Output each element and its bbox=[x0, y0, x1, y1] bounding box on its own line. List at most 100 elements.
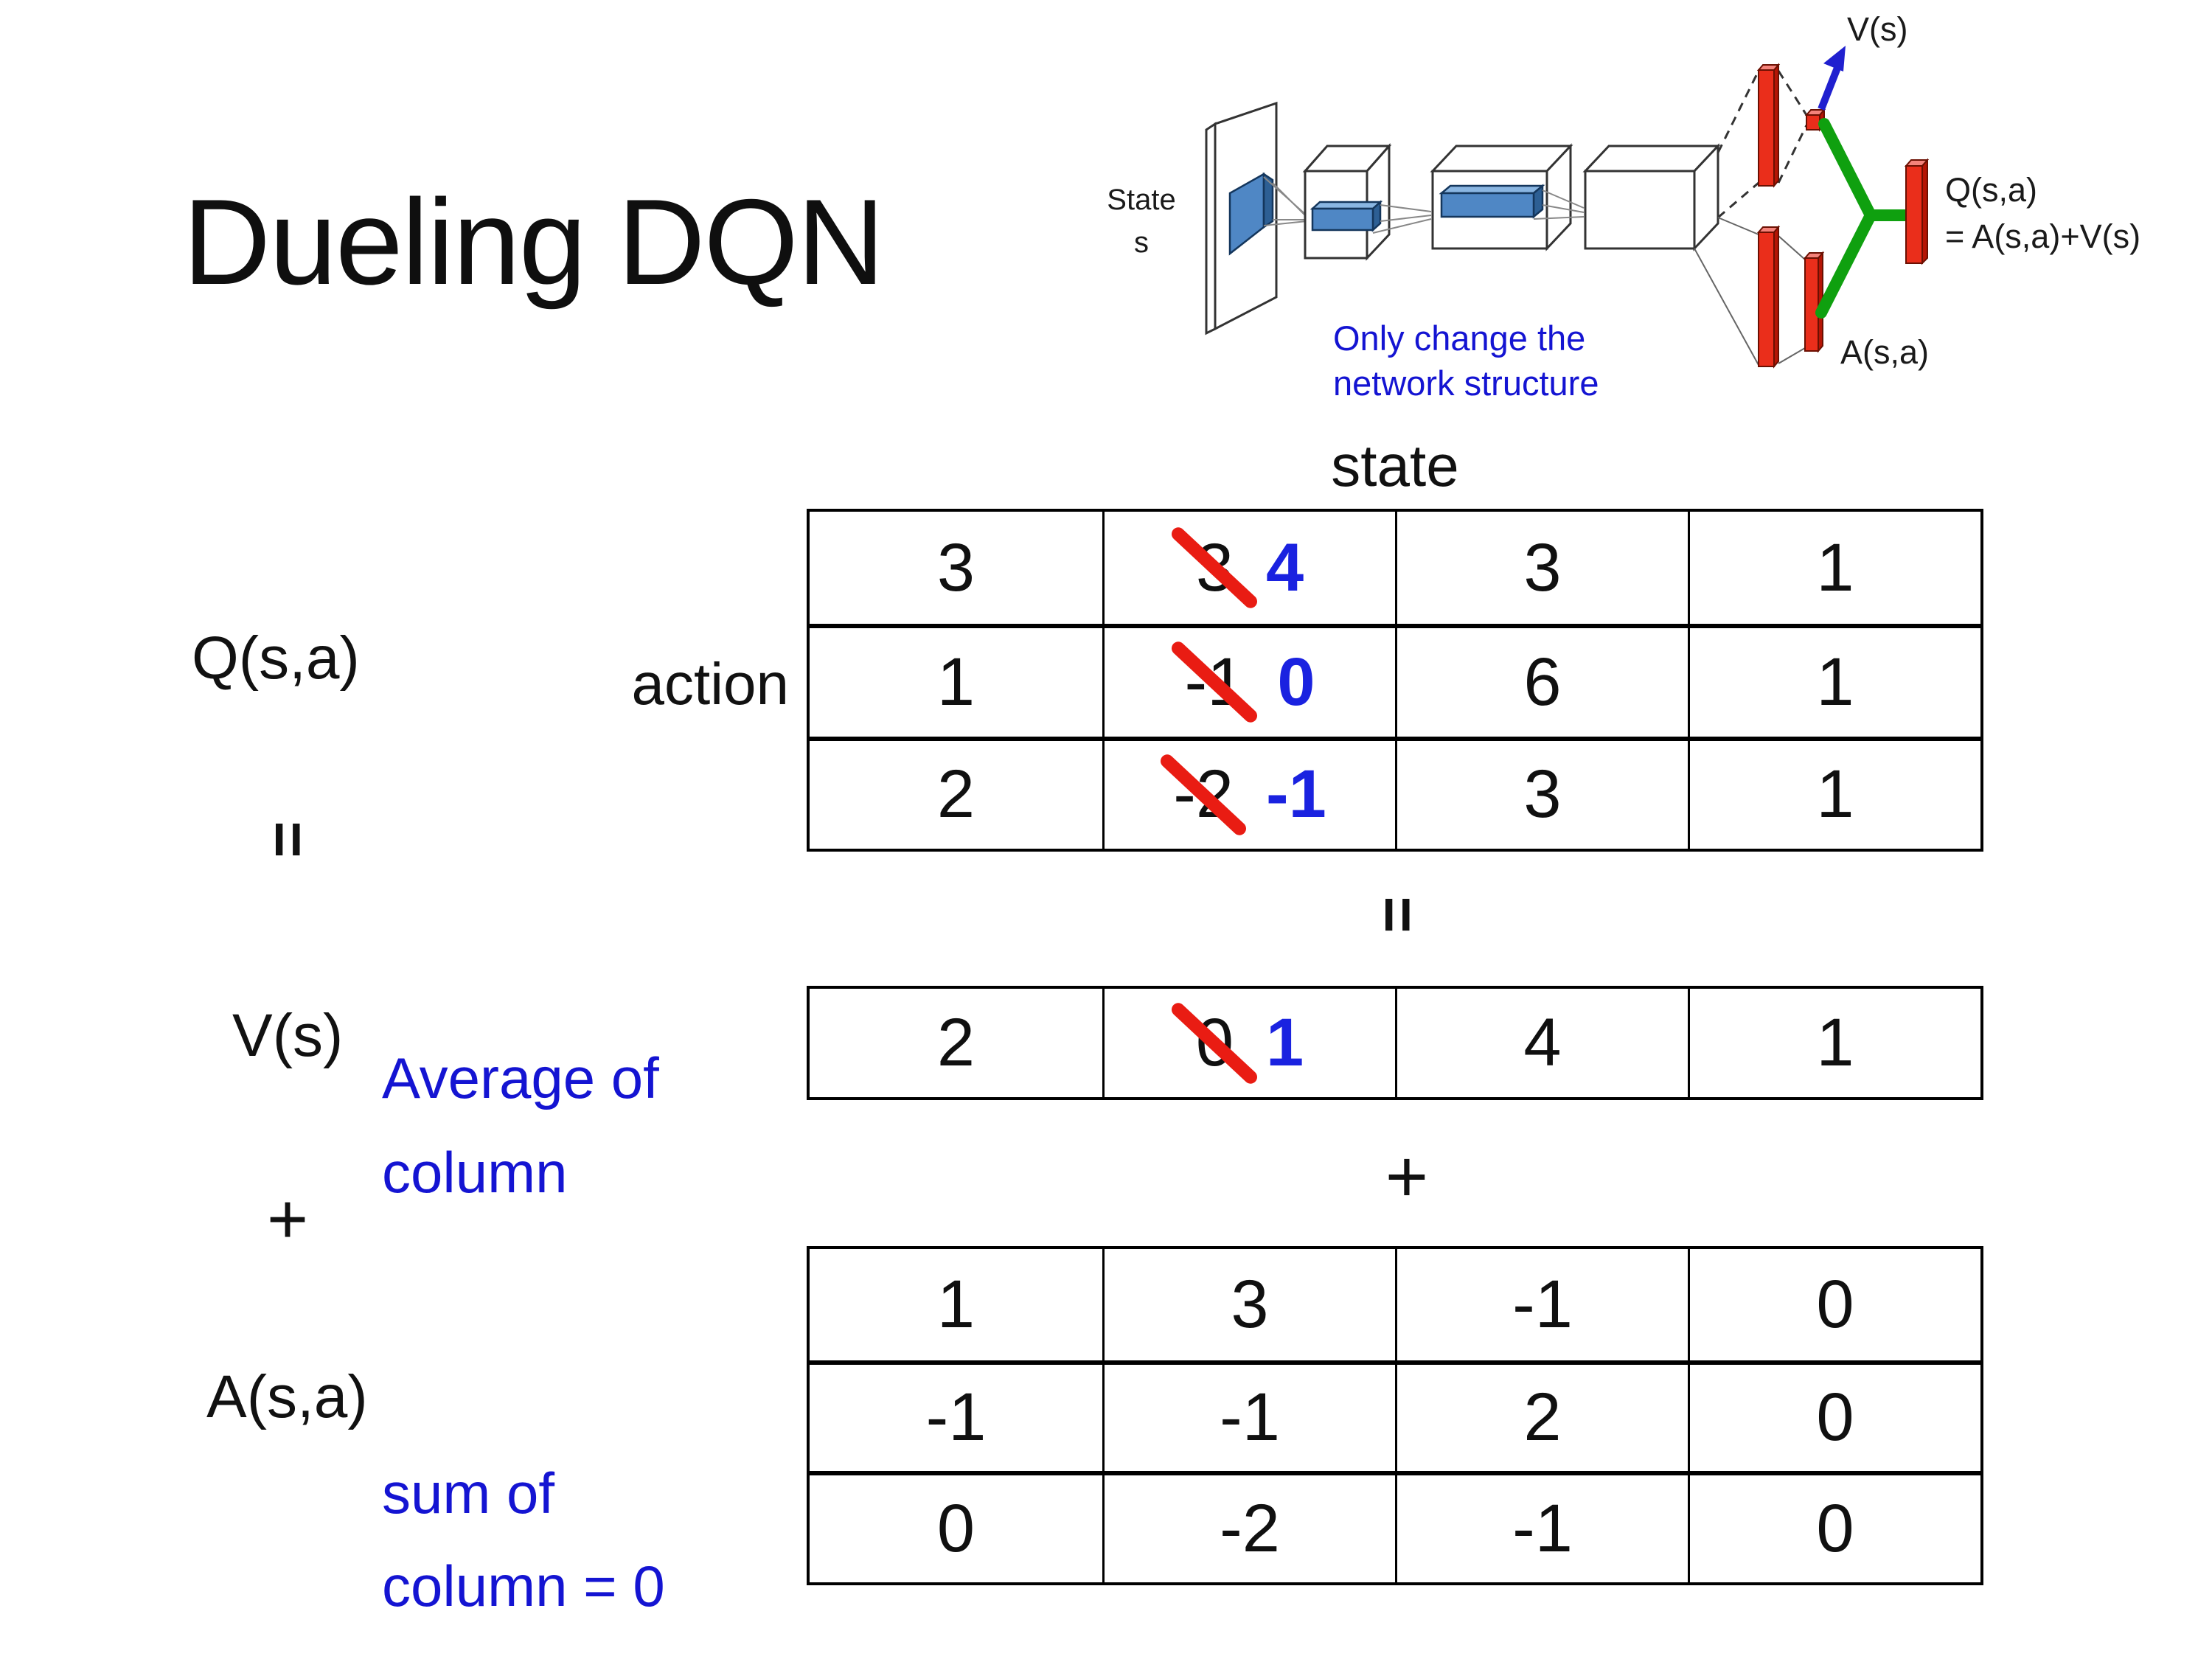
table-cell: 1 bbox=[810, 1249, 1102, 1360]
value-arrow bbox=[1818, 46, 1846, 111]
cell-value: 1 bbox=[936, 1266, 975, 1342]
state-values-table: 20141 bbox=[807, 986, 1983, 1100]
crossed-out-group: -2 bbox=[1158, 751, 1249, 838]
v-matrix-label: V(s) bbox=[232, 1002, 344, 1069]
cell-value: 2 bbox=[936, 757, 975, 832]
table-cell: 34 bbox=[1102, 512, 1395, 625]
q-output-bar bbox=[1904, 158, 1930, 265]
table-cell: -10 bbox=[1102, 624, 1395, 737]
page-title: Dueling DQN bbox=[183, 174, 885, 310]
cell-value: -1 bbox=[1512, 1266, 1573, 1342]
equals-sign-center: = bbox=[1362, 895, 1433, 933]
diagram-q-label: Q(s,a) = A(s,a)+V(s) bbox=[1945, 167, 2140, 260]
plus-sign-center: + bbox=[1385, 1135, 1429, 1218]
sum-note-line1: sum of bbox=[382, 1461, 555, 1526]
table-cell: 0 bbox=[810, 1471, 1102, 1582]
cell-value: 6 bbox=[1523, 644, 1562, 720]
aggregation-join bbox=[1815, 118, 1910, 319]
fc-layer-cube bbox=[1582, 143, 1721, 251]
advantage-stream-lines bbox=[1694, 217, 1806, 366]
s-word: s bbox=[1134, 226, 1149, 259]
table-cell: 1 bbox=[810, 624, 1102, 736]
note-line2: network structure bbox=[1333, 364, 1599, 403]
plus-sign-left: + bbox=[266, 1180, 309, 1259]
diagram-v-label: V(s) bbox=[1847, 10, 1908, 48]
table-cell: 2 bbox=[810, 989, 1102, 1097]
cell-value: 3 bbox=[1523, 757, 1562, 832]
table-cell: 2 bbox=[810, 736, 1102, 849]
cell-value: -1 bbox=[1512, 1491, 1573, 1567]
average-note-line1: Average of bbox=[382, 1046, 659, 1110]
fc-bar-value bbox=[1756, 63, 1781, 188]
fc-bar-advantage bbox=[1756, 225, 1781, 369]
cell-value: 1 bbox=[936, 644, 975, 720]
cell-value: 4 bbox=[1523, 1005, 1562, 1080]
equals-sign-left: = bbox=[252, 820, 324, 858]
cell-value: 3 bbox=[1523, 529, 1562, 605]
q-formula-line1: Q(s,a) bbox=[1945, 171, 2038, 209]
sum-note: sum of column = 0 bbox=[382, 1447, 665, 1632]
table-cell: 0 bbox=[1688, 1360, 1980, 1472]
projection-lines bbox=[1533, 189, 1585, 220]
conv-layer-cube bbox=[1430, 143, 1573, 251]
state-column-header: state bbox=[1331, 433, 1459, 498]
table-cell: 1 bbox=[1688, 989, 1980, 1097]
table-cell: 3 bbox=[810, 512, 1102, 624]
cell-value: -1 bbox=[925, 1380, 987, 1455]
table-cell: 0 bbox=[1688, 1249, 1980, 1360]
corrected-value: 1 bbox=[1266, 1005, 1304, 1080]
conv-patch-shape bbox=[1228, 172, 1274, 256]
average-note-line2: column bbox=[382, 1140, 568, 1205]
note-line1: Only change the bbox=[1333, 319, 1586, 358]
table-cell: 6 bbox=[1395, 624, 1688, 737]
table-cell: -1 bbox=[1102, 1360, 1395, 1472]
cell-value: -1 bbox=[1220, 1380, 1280, 1455]
cell-value: 1 bbox=[1816, 1005, 1854, 1080]
table-cell: -1 bbox=[1395, 1249, 1688, 1360]
table-cell: 3 bbox=[1102, 1249, 1395, 1360]
crossed-out-group: 3 bbox=[1169, 524, 1261, 611]
projection-lines bbox=[1263, 176, 1307, 226]
cell-value: 0 bbox=[1816, 1491, 1854, 1567]
cell-value: 1 bbox=[1816, 644, 1854, 720]
q-formula-line2: = A(s,a)+V(s) bbox=[1945, 218, 2141, 255]
diagram-note: Only change the network structure bbox=[1333, 316, 1599, 406]
value-stream-dashed-lines bbox=[1717, 70, 1808, 219]
table-cell: -1 bbox=[1395, 1471, 1688, 1582]
corrected-value: 4 bbox=[1266, 529, 1304, 605]
table-cell: 1 bbox=[1688, 512, 1980, 625]
state-word: State bbox=[1107, 184, 1176, 216]
cell-value: 0 bbox=[1816, 1380, 1854, 1455]
cell-value: 3 bbox=[936, 529, 975, 605]
cell-value: 0 bbox=[1816, 1266, 1854, 1342]
table-cell: -2-1 bbox=[1102, 736, 1395, 849]
table-cell: 4 bbox=[1395, 989, 1688, 1097]
value-node bbox=[1804, 108, 1826, 132]
table-cell: 01 bbox=[1102, 989, 1395, 1097]
table-cell: 3 bbox=[1395, 512, 1688, 625]
table-cell: 3 bbox=[1395, 736, 1688, 849]
diagram-input-label: State s bbox=[1090, 178, 1193, 264]
advantage-bar bbox=[1803, 251, 1825, 353]
projection-lines bbox=[1372, 204, 1432, 234]
cell-value: -2 bbox=[1220, 1491, 1280, 1567]
sum-note-line2: column = 0 bbox=[382, 1554, 665, 1618]
feature-map-slab bbox=[1310, 200, 1383, 232]
table-cell: -2 bbox=[1102, 1471, 1395, 1582]
conv-layer-cube bbox=[1302, 143, 1392, 261]
advantage-values-table: 1 3 -1 0 -1 -1 2 0 0 -2 -1 0 bbox=[807, 1246, 1983, 1585]
cell-value: 3 bbox=[1231, 1266, 1269, 1342]
table-cell: 2 bbox=[1395, 1360, 1688, 1472]
corrected-value: 0 bbox=[1277, 644, 1315, 720]
crossed-out-group: -1 bbox=[1169, 639, 1261, 726]
a-matrix-label: A(s,a) bbox=[206, 1363, 368, 1430]
average-note: Average of column bbox=[382, 1031, 659, 1220]
cell-value: 0 bbox=[936, 1491, 975, 1567]
q-matrix-label: Q(s,a) bbox=[192, 625, 360, 692]
table-cell: 1 bbox=[1688, 736, 1980, 849]
crossed-out-group: 0 bbox=[1169, 1000, 1261, 1086]
input-plane-shape bbox=[1205, 101, 1278, 335]
feature-map-slab bbox=[1439, 184, 1545, 219]
